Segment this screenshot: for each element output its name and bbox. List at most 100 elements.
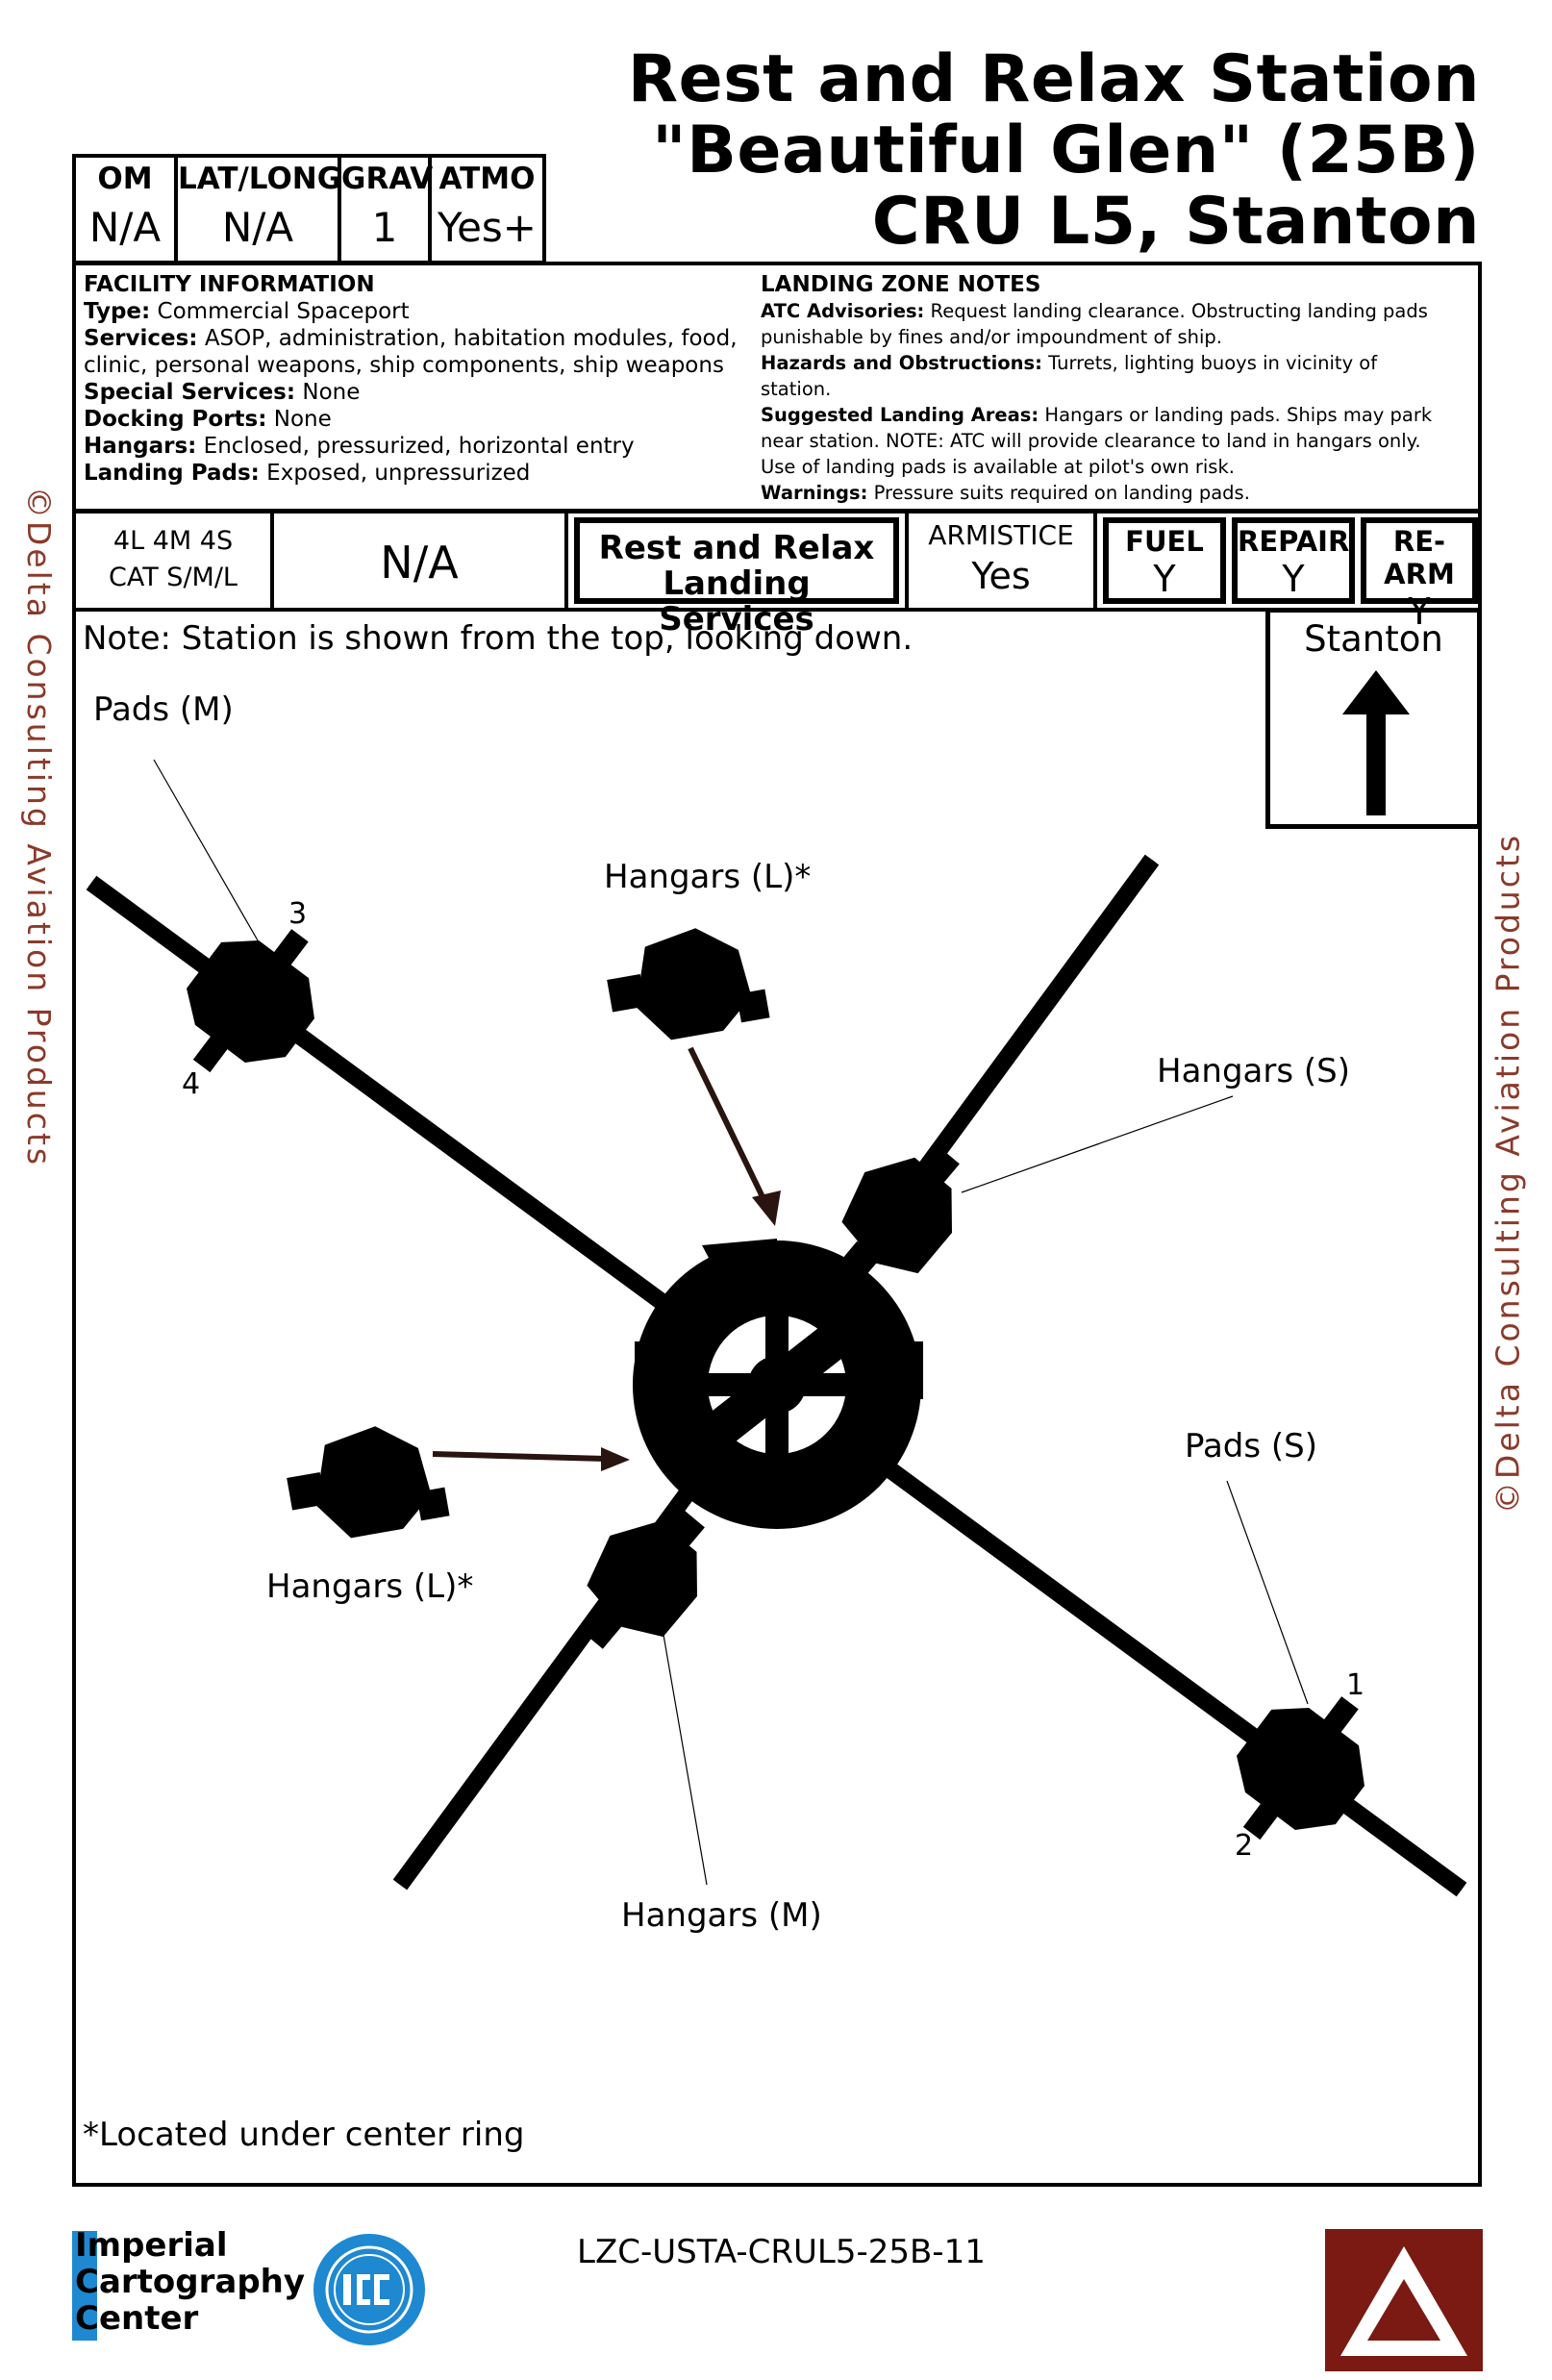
document-id: LZC-USTA-CRUL5-25B-11 (577, 2233, 986, 2271)
stat-latlong: LAT/LONG N/A (178, 158, 341, 261)
north-arrow-box: Stanton (1265, 608, 1482, 829)
provider-line2: Landing Services (659, 564, 814, 639)
delta-logo-icon (1325, 2229, 1483, 2371)
stat-grav-value: 1 (371, 204, 398, 251)
facility-row: Type: Commercial Spaceport (84, 298, 757, 325)
map-note: Note: Station is shown from the top, loo… (83, 619, 914, 658)
fuel-value: Y (1153, 558, 1176, 600)
icc-bar (72, 2231, 97, 2341)
title-line3: CRU L5, Stanton (871, 184, 1480, 260)
stat-grav-label: GRAV (341, 162, 434, 196)
stat-atmo-label: ATMO (438, 162, 536, 196)
provider-line1: Rest and Relax (598, 529, 875, 567)
lz-key: Hazards and Obstructions: (761, 352, 1042, 374)
icc-line2: Cartography (75, 2263, 306, 2301)
label-pads-m: Pads (M) (93, 690, 234, 729)
rearm: RE-ARM Y (1361, 517, 1478, 633)
hangars-s-module (835, 1145, 960, 1286)
stat-om-label: OM (97, 162, 153, 196)
arrow-hangars-l-top (688, 1046, 781, 1226)
lz-row: Suggested Landing Areas: Hangars or land… (761, 402, 1434, 480)
facility-key: Docking Ports: (84, 407, 267, 432)
icc-wordmark: Imperial Cartography Center (75, 2227, 305, 2337)
facility-info: FACILITY INFORMATION Type: Commercial Sp… (84, 271, 757, 487)
stat-latlong-value: N/A (221, 204, 294, 251)
lz-row: Warnings: Pressure suits required on lan… (761, 480, 1434, 506)
leader-pads-m (153, 759, 259, 941)
label-hangars-s: Hangars (S) (1157, 1052, 1350, 1090)
stat-grav: GRAV 1 (341, 158, 434, 261)
watermark-left: ©Delta Consulting Aviation Products (20, 486, 58, 1168)
facility-row: Landing Pads: Exposed, unpressurized (84, 460, 757, 487)
frequency: N/A (274, 514, 568, 608)
lz-value: Hangars or landing pads. Ships may park … (761, 404, 1433, 478)
lz-heading: LANDING ZONE NOTES (761, 272, 1041, 297)
lz-value: Turrets, lighting buoys in vicinity of s… (761, 352, 1378, 400)
lz-key: Suggested Landing Areas: (761, 404, 1039, 426)
lz-value: Pressure suits required on landing pads. (867, 482, 1250, 504)
repair: REPAIR Y (1232, 517, 1355, 604)
label-pad-1: 1 (1346, 1668, 1365, 1702)
facility-value: ASOP, administration, habitation modules… (84, 326, 738, 378)
lz-row: ATC Advisories: Request landing clearanc… (761, 298, 1434, 350)
fuel: FUEL Y (1103, 517, 1226, 604)
services-bar: 4L 4M 4S CAT S/M/L N/A Rest and Relax La… (72, 510, 1482, 638)
icc-seal-icon (313, 2234, 425, 2345)
facility-key: Landing Pads: (84, 461, 260, 486)
facility-row: Hangars: Enclosed, pressurized, horizont… (84, 433, 757, 460)
facility-key: Services: (84, 326, 198, 351)
north-label: Stanton (1304, 618, 1443, 660)
label-pad-2: 2 (1235, 1829, 1254, 1863)
title-line2: "Beautiful Glen" (25B) (652, 113, 1480, 188)
armistice-label: ARMISTICE (928, 519, 1074, 551)
stat-latlong-label: LAT/LONG (178, 162, 342, 196)
label-pad-3: 3 (288, 897, 308, 931)
title-line1: Rest and Relax Station (627, 41, 1480, 117)
leader-pads-s (1226, 1480, 1309, 1705)
lz-row: Hazards and Obstructions: Turrets, light… (761, 350, 1434, 402)
facility-value: Enclosed, pressurized, horizontal entry (196, 434, 635, 459)
info-box: FACILITY INFORMATION Type: Commercial Sp… (72, 262, 1482, 513)
pad-count-line2: CAT S/M/L (109, 563, 238, 592)
hangars-l-left-module (287, 1426, 450, 1539)
facility-key: Special Services: (84, 380, 296, 405)
leader-hangars-s (961, 1095, 1234, 1193)
facility-key: Type: (84, 299, 151, 324)
map-footnote: *Located under center ring (83, 2116, 525, 2154)
lz-value: Request landing clearance. Obstructing l… (761, 300, 1428, 348)
center-ring (633, 1239, 923, 1529)
facility-row: Special Services: None (84, 379, 757, 406)
stat-om: OM N/A (76, 158, 178, 261)
repair-value: Y (1282, 558, 1305, 600)
lz-key: ATC Advisories: (761, 300, 925, 322)
icc-line3: Center (75, 2299, 199, 2338)
stat-om-value: N/A (88, 204, 162, 251)
facility-value: Exposed, unpressurized (259, 461, 531, 486)
icc-line1: Imperial (75, 2226, 228, 2265)
stat-atmo-value: Yes+ (438, 204, 537, 251)
label-pad-4: 4 (182, 1067, 201, 1101)
armistice-value: Yes (971, 555, 1031, 597)
pad-count: 4L 4M 4S CAT S/M/L (76, 514, 274, 608)
label-hangars-l-left: Hangars (L)* (266, 1567, 474, 1606)
pad-count-line1: 4L 4M 4S (113, 526, 234, 556)
landing-zone-notes: LANDING ZONE NOTES ATC Advisories: Reque… (761, 271, 1434, 506)
fuel-label: FUEL (1125, 525, 1204, 558)
facility-row: Docking Ports: None (84, 406, 757, 433)
facility-key: Hangars: (84, 434, 197, 459)
watermark-right: ©Delta Consulting Aviation Products (1489, 832, 1527, 1515)
arrow-hangars-l-left (432, 1447, 630, 1471)
armistice: ARMISTICE Yes (905, 514, 1097, 608)
facility-value: None (266, 407, 332, 432)
hangars-m-module (580, 1509, 705, 1649)
pads-m-cluster (187, 929, 314, 1073)
facility-value: Commercial Spaceport (150, 299, 410, 324)
label-hangars-l-top: Hangars (L)* (604, 858, 812, 896)
hangars-l-top-module (607, 928, 770, 1040)
map-box (72, 608, 1482, 2187)
repair-label: REPAIR (1238, 525, 1350, 558)
label-pads-s: Pads (S) (1185, 1427, 1318, 1466)
label-hangars-m: Hangars (M) (621, 1896, 822, 1935)
stat-atmo: ATMO Yes+ (432, 158, 542, 261)
